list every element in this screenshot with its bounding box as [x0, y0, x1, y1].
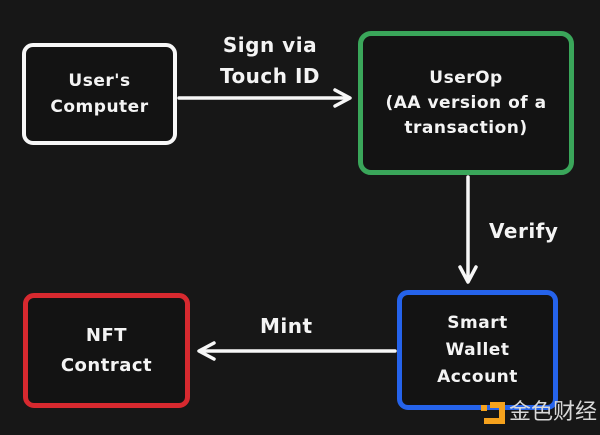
jinse-finance-watermark: 金色财经 — [481, 398, 597, 428]
smart-wallet-line3: Account — [437, 366, 518, 387]
watermark-brand-text: 金色财经 — [509, 400, 598, 425]
smart-wallet-line1: Smart — [447, 312, 508, 333]
users-computer-line1: User's — [68, 71, 131, 91]
arrow-sign-via-touch-id — [177, 88, 352, 108]
node-userop: UserOp (AA version of a transaction) — [358, 31, 574, 175]
sign-label-line2: Touch ID — [219, 64, 321, 88]
edge-label-verify: Verify — [489, 219, 559, 243]
sign-label-line1: Sign via — [222, 33, 318, 57]
node-nft-contract: NFT Contract — [23, 293, 190, 408]
userop-line1: UserOp — [429, 67, 503, 88]
edge-label-sign-via-touch-id: Sign via Touch ID — [198, 30, 342, 92]
userop-line2: (AA version of a — [385, 92, 547, 113]
nft-contract-line2: Contract — [60, 354, 153, 376]
node-users-computer: User's Computer — [22, 43, 177, 145]
users-computer-line2: Computer — [50, 97, 149, 117]
nft-contract-line1: NFT — [85, 324, 128, 346]
node-smart-wallet-account: Smart Wallet Account — [397, 290, 558, 410]
arrow-mint — [197, 341, 397, 361]
userop-line3: transaction) — [404, 117, 528, 138]
smart-wallet-line2: Wallet — [445, 339, 510, 360]
jinse-logo-icon — [481, 402, 505, 424]
edge-label-mint: Mint — [260, 314, 313, 338]
arrow-verify — [458, 175, 478, 284]
